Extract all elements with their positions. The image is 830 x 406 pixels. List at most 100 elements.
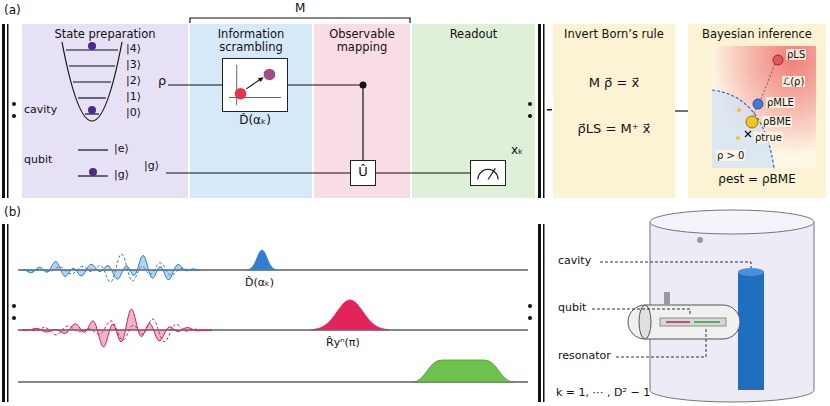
drawing-part [62, 42, 122, 121]
qubit-state: |e⟩ [114, 143, 129, 156]
stage-heading: Bayesian inference [690, 28, 824, 41]
drawing-part [547, 109, 552, 111]
drawing-part [2, 24, 5, 198]
equation: M ρ⃗ = x⃗ [553, 76, 675, 91]
drawing-part [600, 262, 751, 268]
drawing-part [166, 172, 350, 173]
drawing-part [528, 114, 532, 118]
fringe [264, 72, 276, 73]
fringe [264, 76, 276, 77]
line-label: cavity [558, 255, 591, 268]
drawing-part [628, 305, 740, 339]
axis [236, 65, 237, 105]
stage-heading: Information scrambling [192, 28, 310, 54]
operator-label: Û [351, 165, 375, 180]
stage-heading: Invert Born’s rule [555, 28, 673, 41]
plot-label: ρMLE [766, 97, 795, 108]
band-ground [22, 24, 188, 198]
drawing-part [168, 84, 222, 85]
fock-state: |1⟩ [126, 91, 141, 104]
projection-line [761, 64, 775, 99]
drawing-part [543, 24, 545, 198]
estimate-dot [753, 99, 763, 109]
state-blob [235, 88, 247, 100]
pulse-label: D̂(αₖ) [245, 277, 274, 290]
plot-label: ρLS [786, 49, 806, 60]
meter-needle [488, 168, 495, 179]
stage-heading: Observable mapping [316, 28, 408, 54]
repeat-note: k = 1, ⋯ , D² − 1 [556, 387, 650, 400]
sample-dot [736, 136, 740, 140]
state-blob [264, 69, 276, 81]
qubit-state: |g⟩ [114, 169, 129, 182]
drawing-part [12, 102, 16, 106]
fock-state: |3⟩ [126, 59, 141, 72]
fock-state: |2⟩ [126, 75, 141, 88]
drawing-part [616, 328, 706, 357]
state-dots [88, 42, 97, 176]
plot-label: ρ > 0 [716, 150, 745, 161]
drawing-part [7, 224, 9, 402]
equation: ρest = ρBME [688, 173, 826, 187]
measurement-label: xₖ [511, 144, 523, 158]
equation: ρ⃗LS = M⁺ x⃗ [553, 122, 675, 137]
harmonic-well [62, 42, 122, 176]
stage-band: Observable mappingÛ [314, 24, 410, 198]
drawing-part [12, 316, 16, 320]
drawing-part [88, 42, 96, 50]
panel-letter: (b) [4, 206, 21, 220]
mode-label: qubit [24, 154, 52, 167]
leader-lines [592, 262, 751, 357]
band-ground [553, 24, 675, 198]
drawing-part [697, 237, 703, 243]
stage-heading: State preparation [24, 28, 186, 41]
drawing-part [2, 224, 5, 402]
arrow-head [258, 77, 264, 82]
sample-dot [737, 108, 741, 112]
drawing-part [7, 24, 9, 198]
meter-icon [471, 161, 505, 185]
fock-state: |0⟩ [126, 107, 141, 120]
band-ground [688, 24, 826, 198]
waveform [22, 319, 212, 342]
mode-label: cavity [24, 104, 57, 117]
drawing-part [78, 97, 106, 98]
stage-band: Bayesian inferenceρest = ρBMEℒ(ρ)ρLSρMLE… [688, 24, 826, 198]
drawing-part [538, 24, 541, 198]
region-boundary [712, 90, 774, 168]
displacement-box: D̂(αₖ) [222, 58, 288, 112]
drawing-part [12, 304, 16, 308]
stage-band: Invert Born’s rule M ρ⃗ = x⃗ ρ⃗LS = M⁺ x⃗ [553, 24, 675, 198]
drawing-part [12, 114, 16, 118]
drawing-part [69, 65, 115, 66]
connector [288, 85, 363, 160]
waveform [22, 256, 200, 280]
band-grounds [22, 24, 826, 198]
estimate-dot [773, 55, 783, 65]
band-ground [314, 24, 410, 198]
drawing-part [738, 268, 764, 276]
true-mark [745, 131, 751, 137]
drawing-part [88, 106, 96, 114]
plot-label: ρBME [762, 116, 792, 127]
pulse-waveforms [22, 250, 514, 382]
drawing-part [543, 224, 545, 402]
drawing-part [538, 224, 541, 402]
bracket [190, 18, 410, 23]
gaussian-pulse [311, 300, 389, 330]
fock-state: |4⟩ [126, 43, 141, 56]
drawing-part [78, 149, 108, 150]
drawing-part [650, 210, 814, 234]
drawing-part [639, 305, 651, 339]
drawing-part [660, 318, 726, 326]
panel-bars [2, 24, 552, 402]
readout-pulse [412, 360, 514, 382]
phase-space-icon [223, 59, 287, 111]
drawing-part [738, 272, 764, 390]
waveform [22, 254, 200, 282]
operator-label: D̂(αₖ) [209, 114, 301, 128]
line-label: qubit [558, 302, 586, 315]
timeline-wires [18, 270, 528, 382]
likelihood-ground [712, 46, 816, 168]
